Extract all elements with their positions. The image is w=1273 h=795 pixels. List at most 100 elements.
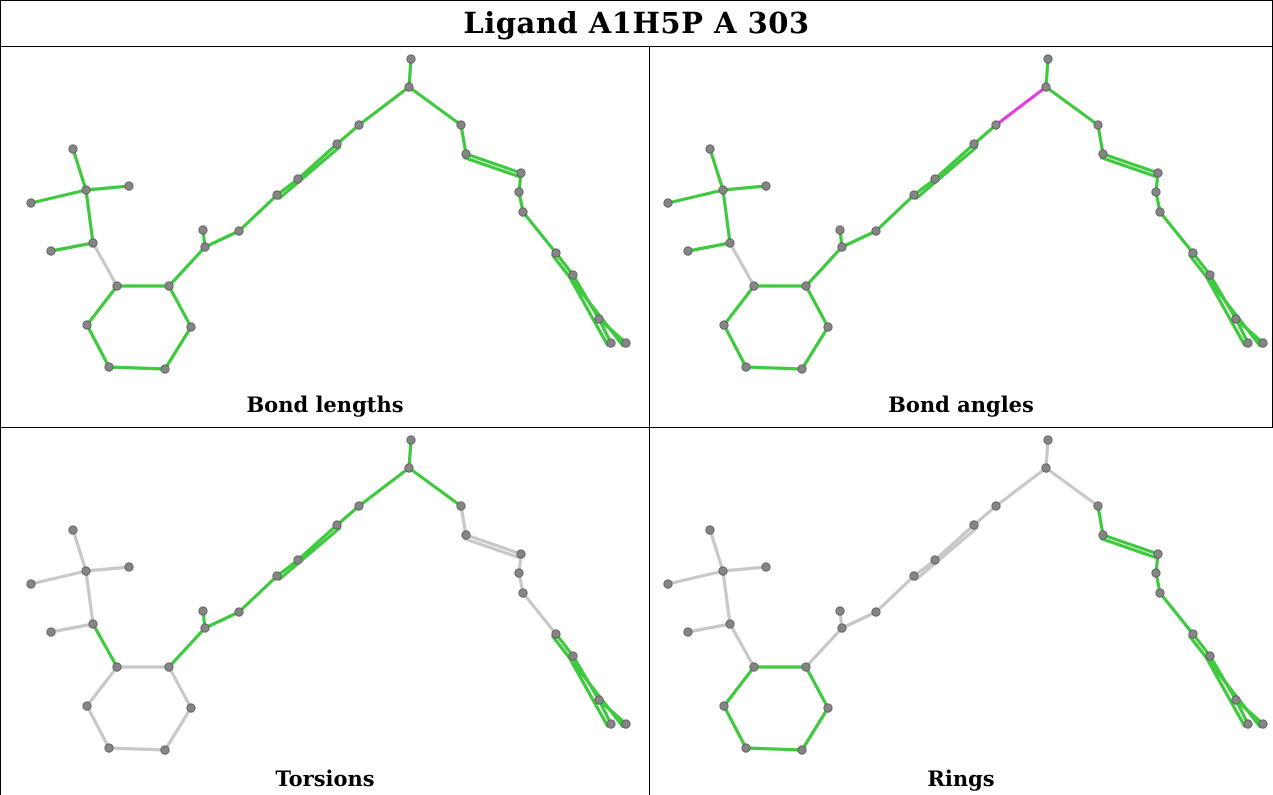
atom-d5 xyxy=(1258,338,1268,348)
atom-r1 xyxy=(749,281,759,291)
atom-r3 xyxy=(186,703,196,713)
bond-s1-c1 xyxy=(840,229,878,249)
bond-r2-s1 xyxy=(167,626,207,669)
atom-c4 xyxy=(332,139,342,149)
atom-t1 xyxy=(1041,82,1051,92)
bond-g1-g2 xyxy=(1096,123,1105,156)
bond-t1-t2 xyxy=(1044,57,1050,89)
atom-d5 xyxy=(621,719,631,729)
atom-a4 xyxy=(761,181,771,191)
atom-g2 xyxy=(1098,530,1108,540)
bond-g2-g3-double xyxy=(463,156,522,179)
border-left xyxy=(0,0,1,795)
atom-d5 xyxy=(1258,719,1268,729)
atom-r5 xyxy=(104,362,114,372)
atom-a6 xyxy=(683,627,693,637)
bond-c3-c4 xyxy=(933,142,976,181)
panel-bond-angles: Bond angles xyxy=(650,47,1272,427)
atom-s2 xyxy=(835,225,845,235)
bond-c4-c5 xyxy=(972,504,998,527)
atom-c4 xyxy=(969,139,979,149)
bond-r2-r3 xyxy=(804,665,830,710)
bond-g5-d1 xyxy=(521,591,558,636)
atom-g1 xyxy=(456,120,466,130)
bond-r2-s1 xyxy=(167,245,207,288)
atom-g1 xyxy=(1093,501,1103,511)
bond-g1-g2 xyxy=(1096,504,1105,537)
atom-t2 xyxy=(1043,54,1053,64)
bond-r2-r3 xyxy=(167,284,193,329)
bond-c5-t1 xyxy=(357,85,411,127)
atom-g3 xyxy=(1153,168,1163,178)
atom-a2 xyxy=(81,185,91,195)
atom-s2 xyxy=(198,225,208,235)
atom-r5 xyxy=(741,362,751,372)
atom-c4 xyxy=(969,520,979,530)
atom-d2 xyxy=(568,270,578,280)
atom-r4 xyxy=(797,364,807,374)
atom-d1 xyxy=(551,629,561,639)
bond-a5-r1 xyxy=(728,241,756,288)
bond-g2-g3 xyxy=(1101,152,1160,175)
atom-s1 xyxy=(200,242,210,252)
atom-a5 xyxy=(88,238,98,248)
atom-c3 xyxy=(930,174,940,184)
bond-d2-d4-double xyxy=(1204,275,1247,347)
panel-caption: Bond lengths xyxy=(246,392,404,417)
bond-r5-r6 xyxy=(85,323,111,369)
atom-c1 xyxy=(871,607,881,617)
atom-c3 xyxy=(293,174,303,184)
bond-c4-c5 xyxy=(335,504,361,527)
bond-a2-a4 xyxy=(721,565,768,573)
molecule-bond-angles xyxy=(663,54,1268,374)
atom-r4 xyxy=(160,745,170,755)
atom-g1 xyxy=(456,501,466,511)
panel-rings: Rings xyxy=(650,428,1272,795)
atom-g3 xyxy=(516,549,526,559)
bond-c4-c5 xyxy=(972,123,998,146)
bond-r3-r4 xyxy=(800,325,830,371)
row-divider xyxy=(0,427,1273,428)
atom-s1 xyxy=(837,623,847,633)
bond-d1-d2 xyxy=(554,632,575,658)
bond-d1-d5-double xyxy=(551,253,625,348)
panel-caption: Torsions xyxy=(275,766,375,791)
bond-a6-a5 xyxy=(686,622,732,634)
atom-t1 xyxy=(404,82,414,92)
atom-r3 xyxy=(823,322,833,332)
atom-g5 xyxy=(1155,207,1165,217)
atom-g3 xyxy=(1153,549,1163,559)
atom-r3 xyxy=(186,322,196,332)
bond-s1-c1 xyxy=(203,229,241,249)
atom-c4 xyxy=(332,520,342,530)
atom-r2 xyxy=(164,281,174,291)
atom-c1 xyxy=(234,226,244,236)
bond-c3-c4 xyxy=(296,142,339,181)
bond-r2-s1 xyxy=(804,626,844,669)
atom-r6 xyxy=(719,701,729,711)
atom-d2 xyxy=(1205,270,1215,280)
atom-r2 xyxy=(801,662,811,672)
atom-r6 xyxy=(82,320,92,330)
atom-g2 xyxy=(461,530,471,540)
atom-c1 xyxy=(871,226,881,236)
bond-c5-t1 xyxy=(994,85,1048,127)
bond-r6-r1 xyxy=(85,665,119,708)
atom-s2 xyxy=(198,606,208,616)
bond-c2-c4-double xyxy=(914,145,979,200)
atom-r1 xyxy=(112,281,122,291)
bond-g2-g3 xyxy=(464,152,523,175)
bond-s1-c1 xyxy=(203,610,241,630)
atom-c3 xyxy=(293,555,303,565)
atom-g4 xyxy=(1151,568,1161,578)
bond-r5-r6 xyxy=(85,704,111,750)
atom-r3 xyxy=(823,703,833,713)
atom-c5 xyxy=(991,501,1001,511)
bond-c1-c2 xyxy=(237,574,279,614)
bond-d1-d2 xyxy=(554,251,575,277)
atom-r4 xyxy=(797,745,807,755)
bond-r4-r5 xyxy=(744,746,804,752)
atom-d4 xyxy=(1243,338,1253,348)
bond-c2-c4-double xyxy=(277,145,342,200)
bond-r6-r1 xyxy=(85,284,119,327)
